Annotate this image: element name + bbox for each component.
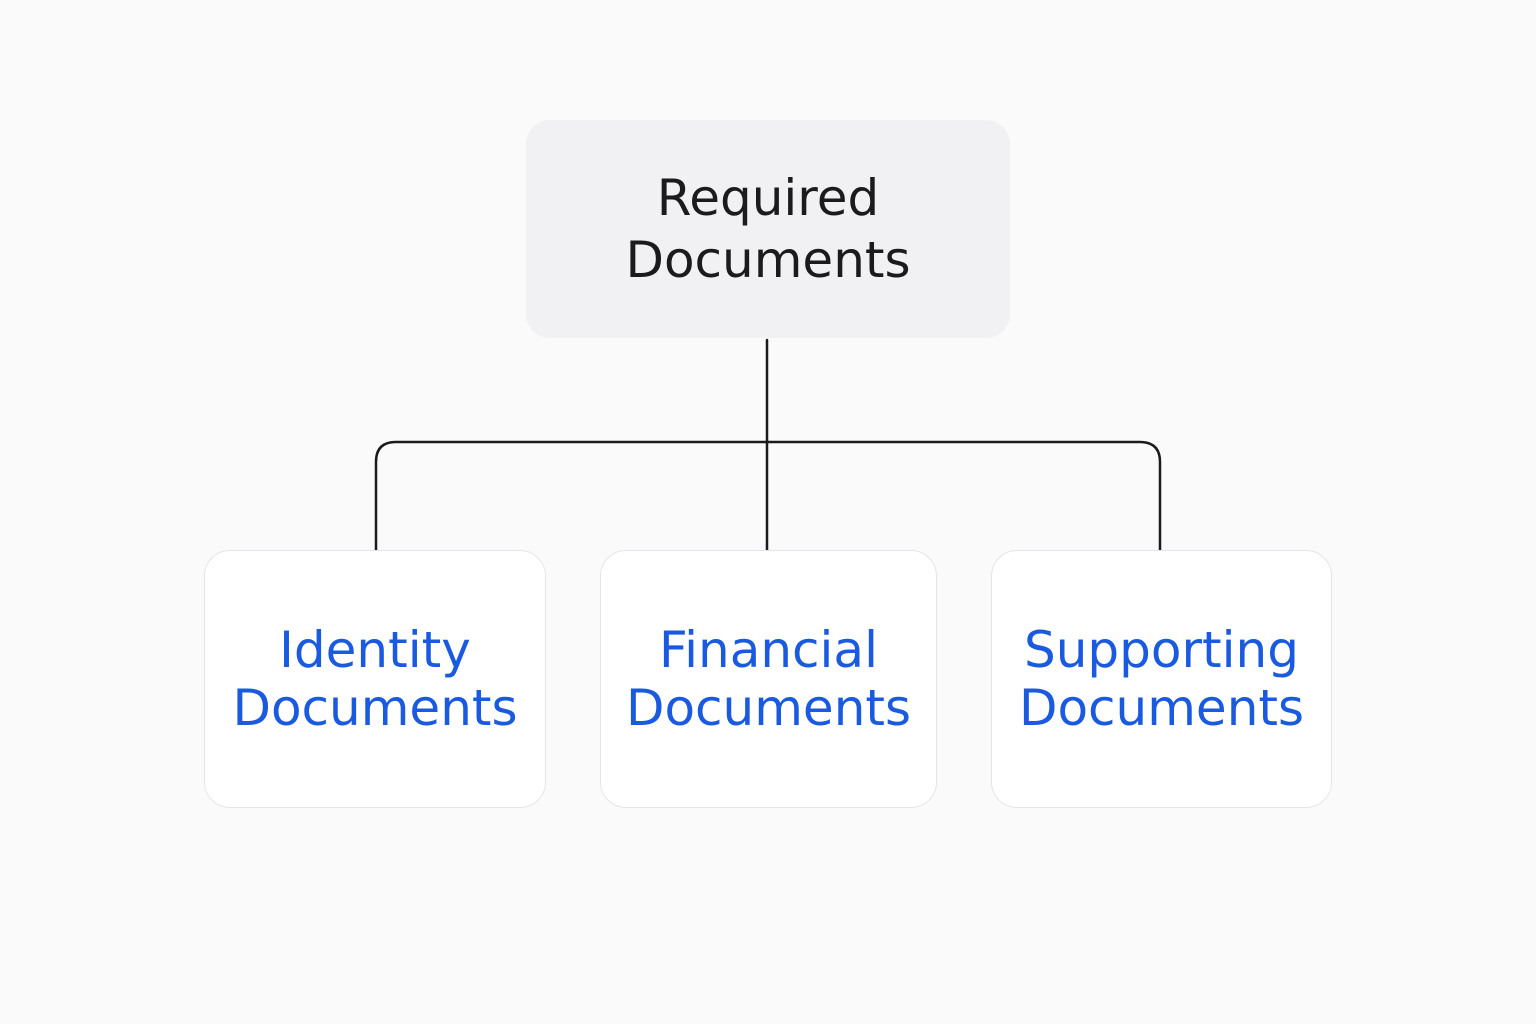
child-node-label-line1: Identity: [279, 621, 471, 679]
root-node-label-line2: Documents: [625, 231, 911, 289]
child-node-label-line2: Documents: [625, 679, 912, 737]
root-node-required-documents: Required Documents: [526, 120, 1010, 338]
child-node-identity-documents: Identity Documents: [204, 550, 546, 808]
root-node-label-line1: Required: [656, 169, 880, 227]
branch-bar-line: [374, 440, 1162, 552]
child-node-label-line1: Financial: [659, 621, 878, 679]
child-node-label-line2: Documents: [1018, 679, 1305, 737]
child-node-supporting-documents: Supporting Documents: [991, 550, 1332, 808]
child-node-financial-documents: Financial Documents: [600, 550, 937, 808]
child-node-label-line2: Documents: [232, 679, 518, 737]
child-node-label-line1: Supporting: [1024, 621, 1299, 679]
